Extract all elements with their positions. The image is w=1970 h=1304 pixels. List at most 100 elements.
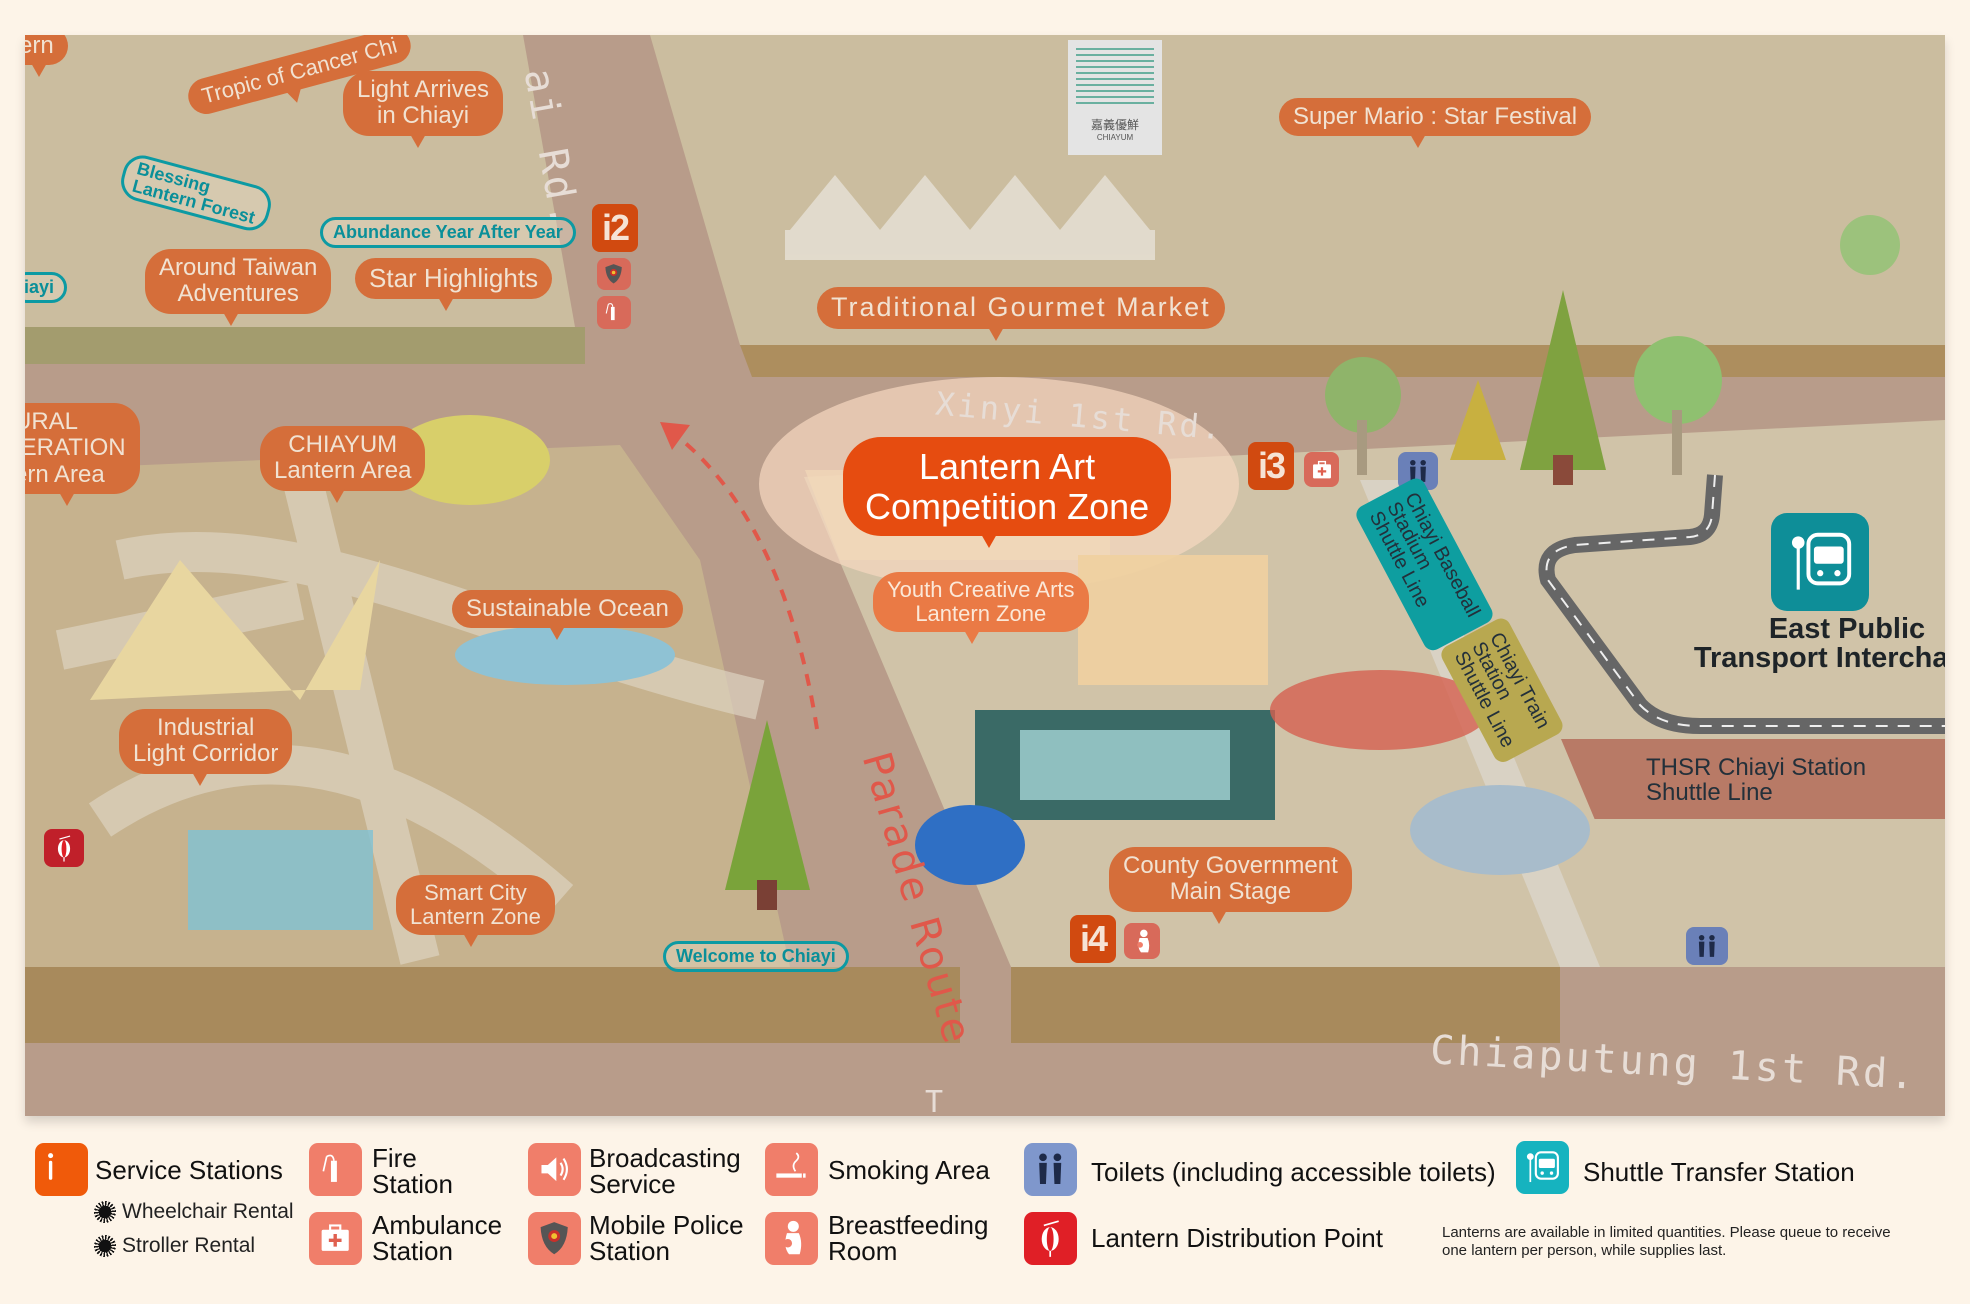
legend-stroller: Stroller Rental	[94, 1234, 255, 1258]
label-line: County Government	[1123, 852, 1338, 879]
label-line: Lantern Art	[919, 446, 1096, 487]
breastfeeding-icon[interactable]	[1124, 923, 1160, 959]
label-line: CHIAYUM	[288, 431, 398, 458]
zone-label-abundance[interactable]: Abundance Year After Year	[320, 217, 576, 248]
toilet-icon	[1024, 1143, 1077, 1196]
trees	[725, 215, 1900, 910]
icon-glyph	[776, 1152, 806, 1178]
label-line: Lanterns are available in limited quanti…	[1442, 1224, 1891, 1241]
deity-lanterns	[1270, 670, 1490, 750]
zone-label-ern[interactable]: ern	[25, 35, 68, 78]
label-line: Service	[589, 1169, 676, 1199]
label-line: Industrial	[157, 714, 255, 741]
label-line: Breastfeeding	[828, 1210, 989, 1240]
toilet-icon[interactable]	[1686, 927, 1728, 965]
legend-shuttle: Shuttle Transfer Station	[1583, 1157, 1855, 1187]
label-line: Room	[828, 1236, 898, 1266]
icon-glyph	[541, 1157, 569, 1182]
whale-lantern	[455, 625, 675, 685]
label-line: Fire	[372, 1143, 417, 1173]
fire-station-icon[interactable]	[597, 296, 631, 329]
label-line: Light Arrives	[357, 76, 490, 103]
rental-icon	[94, 1235, 116, 1257]
block-market	[650, 35, 1945, 345]
label-line: Smart City	[424, 880, 527, 905]
police-icon[interactable]	[597, 258, 631, 290]
service-station-i3[interactable]: i3	[1248, 442, 1294, 490]
label-line: URAL	[25, 408, 79, 435]
service-station-i2[interactable]: i2	[592, 204, 638, 252]
legend-toilets: Toilets (including accessible toilets)	[1091, 1157, 1496, 1187]
label-line: one lantern per person, while supplies l…	[1442, 1242, 1727, 1259]
smoking-icon	[765, 1143, 818, 1196]
zone-label-star-highlights[interactable]: Star Highlights	[355, 258, 553, 311]
label-line: Station	[372, 1169, 453, 1199]
icon-glyph	[783, 1221, 802, 1255]
ambulance-icon[interactable]	[1304, 452, 1339, 487]
logo-text: CHIAYUM	[1096, 133, 1134, 142]
lantern-distribution-icon[interactable]	[44, 829, 84, 867]
brown-strip-east	[1011, 967, 1560, 1043]
icon-glyph	[1791, 532, 1851, 590]
icon-glyph	[1136, 929, 1149, 952]
festival-map[interactable]: ai Rd. Xinyi 1st Rd. Parade Route Chiapu…	[25, 35, 1945, 1116]
label-line: Ambulance	[372, 1210, 503, 1240]
label-line: Adventures	[177, 280, 299, 308]
blue-horse-lantern	[915, 805, 1025, 885]
label-line: Mobile Police	[589, 1210, 744, 1240]
pegasus-lantern	[1410, 785, 1590, 875]
label-line: Main Stage	[1169, 878, 1292, 906]
boat-lantern	[390, 415, 550, 505]
legend-stroller-label: Stroller Rental	[122, 1234, 256, 1257]
market-sign-logo: 嘉義優鮮 CHIAYUM	[1068, 40, 1162, 155]
shuttle-transfer-icon	[1516, 1141, 1569, 1194]
icon-glyph	[321, 1224, 350, 1252]
legend-wheelchair-label: Wheelchair Rental	[122, 1200, 294, 1223]
icon-glyph	[1042, 1220, 1060, 1258]
label-line: Competition Zone	[865, 485, 1150, 527]
label-line: Around Taiwan	[159, 254, 318, 281]
zone-label-super-mario[interactable]: Super Mario : Star Festival	[1279, 98, 1592, 149]
label-line: Lantern Zone	[915, 601, 1047, 627]
service-station-icon	[35, 1143, 88, 1196]
icon-glyph	[48, 1153, 54, 1181]
zone-label-gourmet-market[interactable]: Traditional Gourmet Market	[817, 287, 1225, 341]
icon-glyph	[1312, 460, 1331, 478]
rental-icon	[94, 1201, 116, 1223]
label-line: Lantern Area	[274, 457, 412, 485]
fire-station-icon	[309, 1143, 362, 1196]
zone-label-welcome[interactable]: Welcome to Chiayi	[663, 941, 849, 972]
thsr-shuttle-banner[interactable]	[1561, 739, 1945, 819]
map-background	[25, 35, 1945, 1116]
shuttle-transfer-icon[interactable]	[1771, 513, 1869, 611]
police-icon	[528, 1212, 581, 1265]
zone-label-sustainable-ocean[interactable]: Sustainable Ocean	[452, 590, 683, 641]
logo-text: 嘉義優鮮	[1090, 118, 1139, 132]
zone-label-iayi[interactable]: iayi	[25, 272, 68, 303]
market-tents	[785, 175, 1155, 260]
service-station-i4[interactable]: i4	[1070, 915, 1116, 963]
zone-label-rural-regeneration[interactable]: URALIERATIONern Area	[25, 403, 140, 507]
green-strip	[25, 327, 585, 364]
label-line: Lantern Zone	[410, 904, 541, 930]
icon-glyph	[322, 1154, 338, 1183]
label-line: Transport Interchange	[1693, 642, 1945, 674]
breastfeeding-icon	[765, 1212, 818, 1265]
label-line: in Chiayi	[377, 102, 470, 130]
icon-glyph	[1699, 934, 1715, 957]
label-line: Station	[372, 1236, 453, 1266]
